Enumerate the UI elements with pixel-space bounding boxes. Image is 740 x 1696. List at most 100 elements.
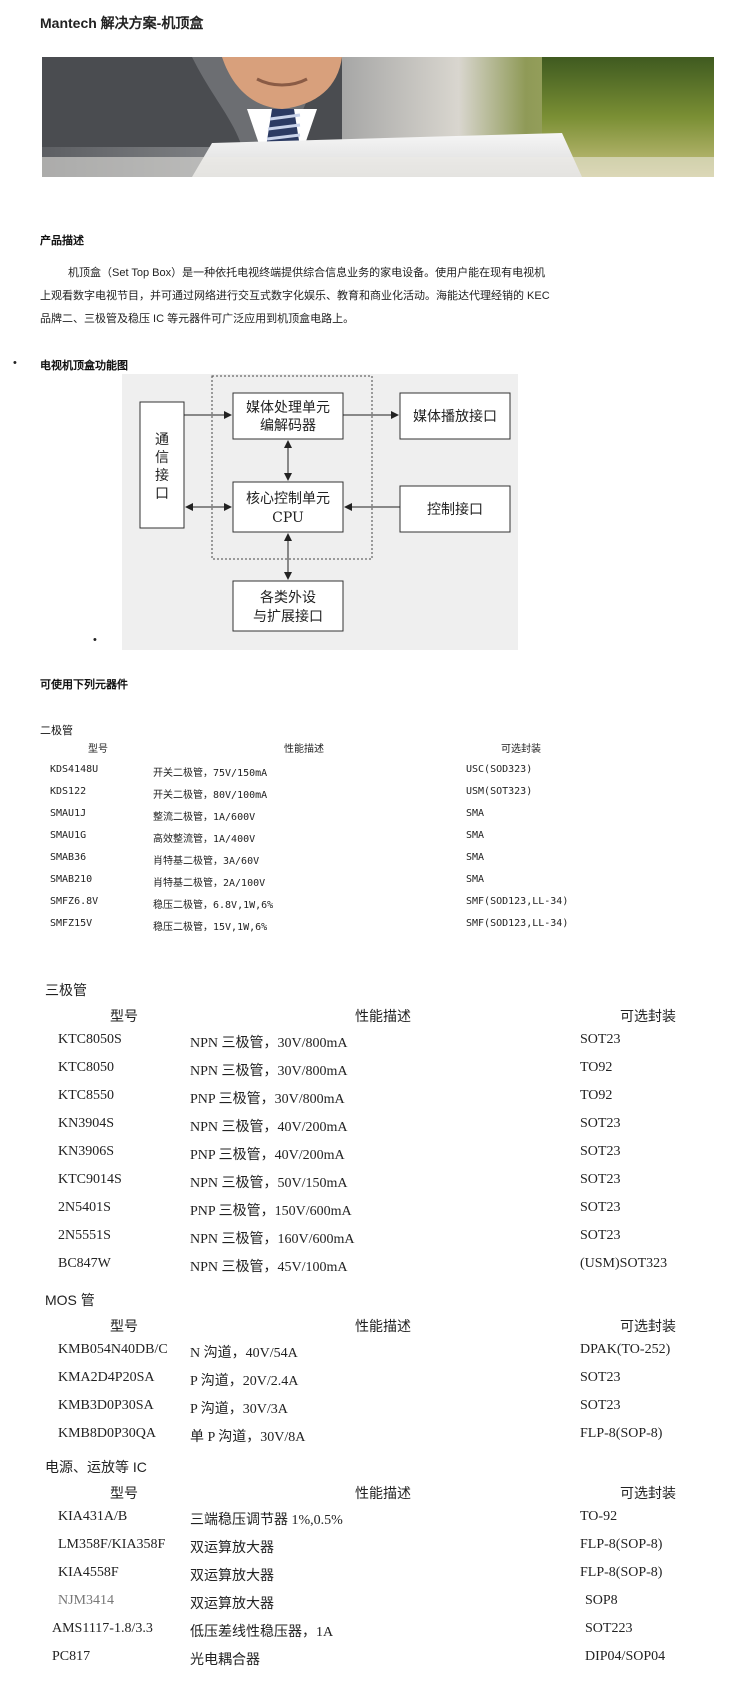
part-number-cell: KTC9014S — [58, 1172, 122, 1187]
part-number-cell: PC817 — [52, 1649, 91, 1664]
part-number-cell: NJM3414 — [58, 1593, 115, 1608]
part-number-cell: AMS1117-1.8/3.3 — [52, 1621, 153, 1636]
package-cell: SOT23 — [580, 1228, 621, 1243]
transistors-title: 三极管 — [45, 982, 87, 998]
hero-banner-image — [42, 57, 714, 177]
package-cell: SMA — [466, 830, 485, 841]
peripheral-line-2: 与扩展接口 — [253, 608, 323, 625]
components-heading: 可使用下列元器件 — [40, 679, 128, 691]
bullet-icon: • — [13, 357, 17, 369]
product-desc-line-1: 机顶盒（Set Top Box）是一种依托电视终端提供综合信息业务的家电设备。使… — [68, 267, 546, 279]
product-desc-line: 机顶盒（Set Top Box）是一种依托电视终端提供综合信息业务的家电设备。使… — [40, 262, 620, 285]
part-number-cell: 2N5401S — [58, 1200, 111, 1215]
description-cell: 双运算放大器 — [190, 1569, 274, 1584]
table-header-cell: 型号 — [110, 1008, 138, 1024]
part-number-cell: LM358F/KIA358F — [58, 1537, 166, 1552]
package-cell: SMA — [466, 808, 485, 819]
comm-char-3: 接 — [155, 467, 169, 484]
package-cell: SOT23 — [580, 1172, 621, 1187]
description-cell: N 沟道，40V/54A — [190, 1346, 298, 1361]
package-cell: SOT23 — [580, 1370, 621, 1385]
diagram-heading: 电视机顶盒功能图 — [40, 360, 128, 372]
media-unit-line-2: 编解码器 — [260, 418, 316, 434]
part-number-cell: KDS122 — [50, 786, 87, 797]
core-unit-box — [232, 481, 344, 533]
package-cell: SMA — [466, 874, 485, 885]
part-number-cell: KN3904S — [58, 1116, 115, 1131]
media-output-label: 媒体播放接口 — [413, 408, 497, 425]
part-number-cell: SMAB36 — [50, 852, 87, 863]
description-cell: NPN 三极管，160V/600mA — [190, 1232, 355, 1247]
table-header-cell: 可选封装 — [501, 744, 541, 755]
package-cell: FLP-8(SOP-8) — [580, 1426, 663, 1441]
part-number-cell: SMFZ6.8V — [50, 896, 99, 907]
part-number-cell: KMB8D0P30QA — [58, 1426, 157, 1441]
description-cell: 整流二极管，1A/600V — [153, 812, 256, 823]
media-unit-box — [232, 392, 344, 440]
description-cell: 光电耦合器 — [190, 1653, 260, 1668]
control-interface-label: 控制接口 — [427, 501, 483, 518]
comm-interface-box — [139, 401, 185, 529]
description-cell: 三端稳压调节器 1%,0.5% — [190, 1513, 343, 1528]
description-cell: P 沟道，20V/2.4A — [190, 1374, 299, 1389]
package-cell: SOT223 — [585, 1621, 633, 1636]
package-cell: SOT23 — [580, 1398, 621, 1413]
peripheral-box — [232, 580, 344, 632]
part-number-cell: KTC8050S — [58, 1032, 122, 1047]
part-number-cell: KTC8050 — [58, 1060, 114, 1075]
package-cell: TO-92 — [580, 1509, 618, 1524]
description-cell: 低压差线性稳压器，1A — [190, 1625, 334, 1640]
page-title: Mantech 解决方案-机顶盒 — [40, 15, 204, 31]
table-header-cell: 型号 — [88, 744, 108, 755]
table-header-cell: 型号 — [110, 1318, 138, 1334]
description-cell: 稳压二极管，15V,1W,6% — [153, 922, 268, 933]
package-cell: USC(SOD323) — [466, 764, 533, 775]
control-interface-box — [399, 485, 511, 533]
ics-title: 电源、运放等 IC — [45, 1459, 147, 1475]
description-cell: PNP 三极管，40V/200mA — [190, 1148, 345, 1163]
description-cell: PNP 三极管，150V/600mA — [190, 1204, 352, 1219]
core-unit-line-1: 核心控制单元 — [246, 491, 330, 507]
description-cell: 单 P 沟道，30V/8A — [190, 1430, 306, 1445]
description-cell: 肖特基二极管，3A/60V — [153, 856, 260, 867]
part-number-cell: KMB054N40DB/C — [58, 1342, 168, 1357]
package-cell: TO92 — [580, 1060, 613, 1075]
table-header-cell: 性能描述 — [355, 1485, 411, 1501]
media-output-box — [399, 392, 511, 440]
description-cell: P 沟道，30V/3A — [190, 1402, 288, 1417]
description-cell: PNP 三极管，30V/800mA — [190, 1092, 345, 1107]
product-description: 机顶盒（Set Top Box）是一种依托电视终端提供综合信息业务的家电设备。使… — [40, 262, 620, 331]
part-number-cell: SMAB210 — [50, 874, 93, 885]
part-number-cell: SMAU1G — [50, 830, 87, 841]
table-header-cell: 性能描述 — [355, 1008, 411, 1024]
part-number-cell: KN3906S — [58, 1144, 115, 1159]
core-unit-line-2: CPU — [272, 510, 304, 526]
description-cell: 高效整流管，1A/400V — [153, 834, 256, 845]
package-cell: (USM)SOT323 — [580, 1256, 668, 1271]
package-cell: USM(SOT323) — [466, 786, 533, 797]
package-cell: TO92 — [580, 1088, 613, 1103]
media-unit-line-1: 媒体处理单元 — [246, 400, 330, 416]
comm-char-1: 通 — [155, 432, 169, 448]
description-cell: NPN 三极管，40V/200mA — [190, 1120, 348, 1135]
product-desc-heading: 产品描述 — [40, 235, 84, 247]
description-cell: 稳压二极管，6.8V,1W,6% — [153, 900, 274, 911]
description-cell: 双运算放大器 — [190, 1541, 274, 1556]
dotted-group-frame — [211, 375, 373, 560]
table-header-cell: 性能描述 — [355, 1318, 411, 1334]
package-cell: FLP-8(SOP-8) — [580, 1565, 663, 1580]
package-cell: SOT23 — [580, 1144, 621, 1159]
product-desc-line: 品牌二、三极管及稳压 IC 等元器件可广泛应用到机顶盒电路上。 — [40, 313, 355, 325]
package-cell: DPAK(TO-252) — [580, 1342, 671, 1357]
part-number-cell: SMFZ15V — [50, 918, 93, 929]
comm-char-2: 信 — [155, 450, 169, 466]
package-cell: SOT23 — [580, 1200, 621, 1215]
package-cell: SOT23 — [580, 1032, 621, 1047]
table-header-cell: 性能描述 — [284, 744, 324, 755]
package-cell: FLP-8(SOP-8) — [580, 1537, 663, 1552]
package-cell: SOP8 — [585, 1593, 618, 1608]
description-cell: 开关二极管，80V/100mA — [153, 790, 268, 801]
part-number-cell: KDS4148U — [50, 764, 99, 775]
table-header-cell: 可选封装 — [620, 1318, 676, 1334]
comm-char-4: 口 — [155, 486, 169, 502]
